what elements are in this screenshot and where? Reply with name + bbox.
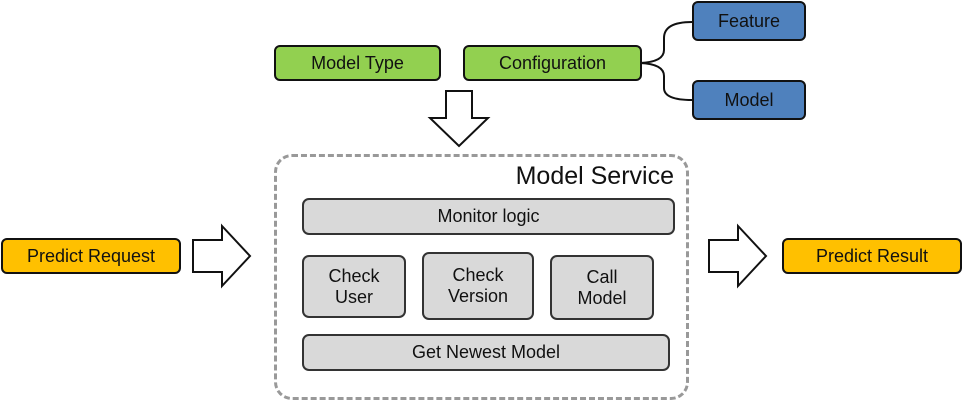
model-label: Model [724,89,774,110]
get-newest-model-box: Get Newest Model [302,334,670,371]
model-service-frame [274,154,689,400]
model-service-title: Model Service [515,162,674,190]
configuration-box: Configuration [463,45,642,81]
down-arrow [427,90,491,148]
predict-request-box: Predict Request [1,238,181,274]
config-brace [639,21,693,101]
monitor-logic-label: Monitor logic [437,206,540,227]
monitor-logic-box: Monitor logic [302,198,675,235]
model-type-box: Model Type [274,45,441,81]
model-type-label: Model Type [311,52,404,73]
predict-result-box: Predict Result [782,238,962,274]
predict-request-label: Predict Request [26,245,156,266]
model-box: Model [692,80,806,120]
get-newest-model-label: Get Newest Model [411,342,561,363]
predict-result-label: Predict Result [815,245,929,266]
configuration-label: Configuration [498,52,607,73]
check-version-box: Check Version [422,252,534,320]
call-model-box: Call Model [550,255,654,320]
request-arrow [192,223,252,289]
check-version-label: Check Version [447,265,509,306]
result-arrow [708,223,768,289]
check-user-label: Check User [328,265,380,307]
feature-label: Feature [717,10,781,31]
call-model-label: Call Model [577,266,627,308]
check-user-box: Check User [302,255,406,318]
feature-box: Feature [692,1,806,41]
